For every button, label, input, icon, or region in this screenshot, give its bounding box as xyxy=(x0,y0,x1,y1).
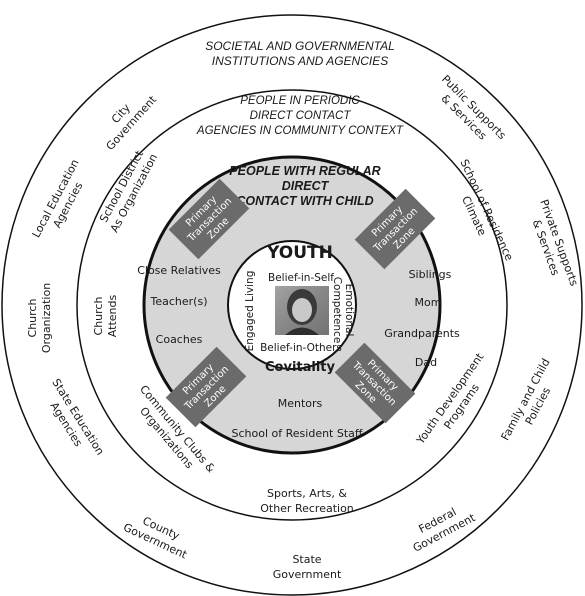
emotional-competence-label: Emotional Competence xyxy=(331,277,355,344)
belief-in-self-label: Belief-in-Self xyxy=(268,272,334,284)
svg-text:Competence: Competence xyxy=(331,277,343,344)
siblings-label: Siblings xyxy=(409,268,452,281)
inner-ring-title-1: PEOPLE WITH REGULAR xyxy=(229,164,380,178)
transaction-zone-bottom-left: Primary Transaction Zone xyxy=(165,346,247,428)
svg-text:Attends: Attends xyxy=(106,295,119,338)
mom-label: Mom xyxy=(415,296,442,309)
sports-arts-label: Sports, Arts, & Other Recreation xyxy=(260,487,354,515)
covitality-label: Covitality xyxy=(265,360,336,375)
middle-ring-title-1: PEOPLE IN PERIODIC xyxy=(240,95,360,107)
inner-ring-title-2: DIRECT xyxy=(282,179,330,193)
church-attends-label: Church Attends xyxy=(92,295,119,338)
svg-text:Church: Church xyxy=(26,299,39,338)
svg-text:Emotional: Emotional xyxy=(343,284,355,337)
middle-ring-title-3: AGENCIES IN COMMUNITY CONTEXT xyxy=(196,125,404,137)
teachers-label: Teacher(s) xyxy=(150,295,208,308)
mentors-label: Mentors xyxy=(278,397,323,410)
svg-text:Sports, Arts, &: Sports, Arts, & xyxy=(267,487,347,500)
school-staff-label: School of Resident Staff xyxy=(232,427,363,440)
dad-label: Dad xyxy=(415,356,437,369)
engaged-living-label: Engaged Living xyxy=(244,271,256,352)
close-relatives-label: Close Relatives xyxy=(137,264,221,277)
middle-ring-title-2: DIRECT CONTACT xyxy=(250,110,352,122)
outer-ring-title-1: SOCIETAL AND GOVERNMENTAL xyxy=(205,39,395,53)
svg-text:Government: Government xyxy=(273,568,342,581)
belief-in-others-label: Belief-in-Others xyxy=(260,342,342,354)
svg-text:Other Recreation: Other Recreation xyxy=(260,502,354,515)
youth-photo xyxy=(275,286,329,335)
church-organization-label: Church Organization xyxy=(26,283,53,353)
youth-title: YOUTH xyxy=(266,243,333,263)
inner-ring-title-3: CONTACT WITH CHILD xyxy=(236,194,373,208)
state-government-label: State Government xyxy=(273,553,342,581)
transaction-zone-bottom-right: Primary Transaction Zone xyxy=(334,342,416,424)
coaches-label: Coaches xyxy=(156,333,203,346)
outer-ring-title-2: INSTITUTIONS AND AGENCIES xyxy=(212,54,388,68)
svg-text:Church: Church xyxy=(92,297,105,336)
svg-text:Organization: Organization xyxy=(40,283,53,353)
svg-text:State: State xyxy=(292,553,321,566)
grandparents-label: Grandparents xyxy=(384,327,460,340)
